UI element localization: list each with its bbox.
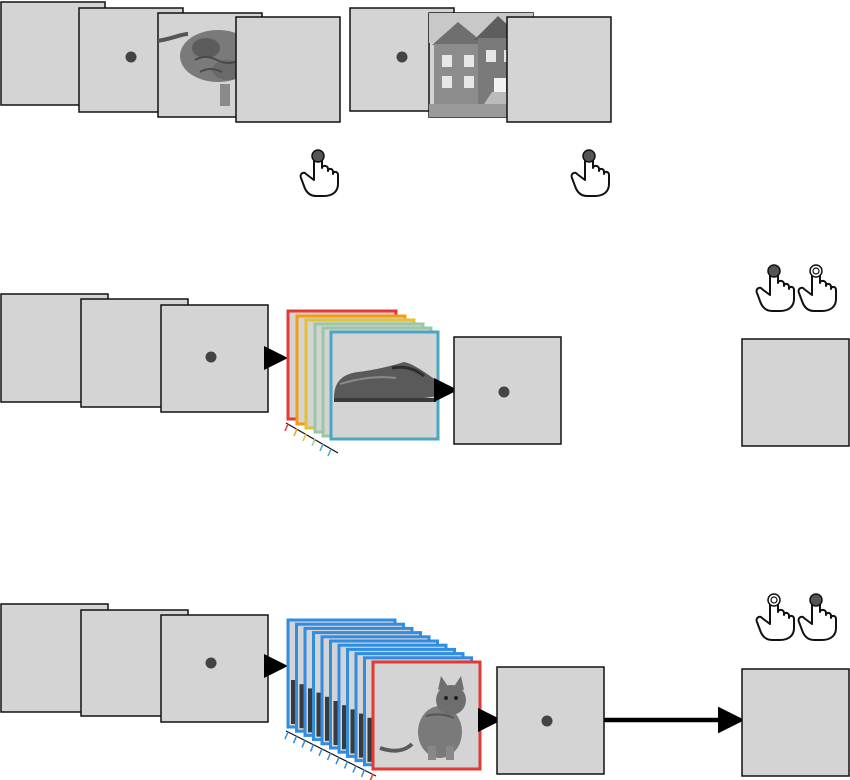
screen-fixation (496, 666, 605, 775)
fixation-dot-icon (498, 386, 510, 398)
rsvp-tick (284, 731, 289, 740)
fixation-dot-icon (125, 51, 137, 63)
stimulus-thumbnail (367, 717, 372, 762)
screen-blank (235, 16, 341, 123)
rsvp-tick (360, 769, 366, 778)
pointing-hand-pressed-icon (797, 593, 837, 641)
rsvp-tick (326, 752, 332, 761)
cat-image-icon (379, 676, 466, 760)
rsvp-tick (318, 748, 323, 757)
rsvp-tick (301, 740, 306, 748)
stimulus-thumbnail (325, 696, 329, 741)
stimulus-thumbnail (308, 688, 312, 733)
fixation-dot-icon (205, 351, 217, 363)
fixation-dot-icon (205, 657, 217, 669)
rsvp-tick (343, 761, 349, 769)
row-3 (0, 593, 850, 780)
stimulus-thumbnail (299, 684, 304, 729)
shoe-image-icon (334, 362, 436, 402)
screen-blank (506, 16, 612, 123)
screen-fixation (160, 614, 269, 723)
pointing-hand-pressed-icon (755, 264, 795, 312)
rsvp-tick (335, 756, 340, 765)
pointing-hand-icon (797, 264, 837, 312)
screen-response (741, 668, 850, 777)
pointing-hand-pressed-icon (299, 149, 339, 197)
stimulus-thumbnail (291, 680, 295, 724)
stimulus-thumbnail (333, 701, 338, 745)
stimulus-thumbnail (350, 709, 355, 754)
fixation-dot-icon (541, 715, 553, 727)
rsvp-stream (284, 309, 440, 457)
stimulus-thumbnail (359, 713, 363, 758)
rsvp-tick (369, 773, 374, 780)
fixation-dot-icon (396, 51, 408, 63)
screen-fixation (453, 336, 562, 445)
rsvp-tick (292, 735, 298, 744)
rsvp-timeline (284, 422, 339, 457)
screen-response (741, 338, 850, 447)
row-2 (0, 264, 850, 457)
rsvp-tick (309, 744, 315, 752)
screen-fixation (160, 304, 269, 413)
pointing-hand-icon (755, 593, 795, 641)
row-1 (0, 1, 612, 197)
stimulus-thumbnail (316, 692, 321, 737)
stimulus-thumbnail (342, 705, 346, 750)
rsvp-tick (352, 765, 357, 773)
pointing-hand-pressed-icon (570, 149, 610, 197)
rsvp-target-frame (371, 660, 482, 771)
